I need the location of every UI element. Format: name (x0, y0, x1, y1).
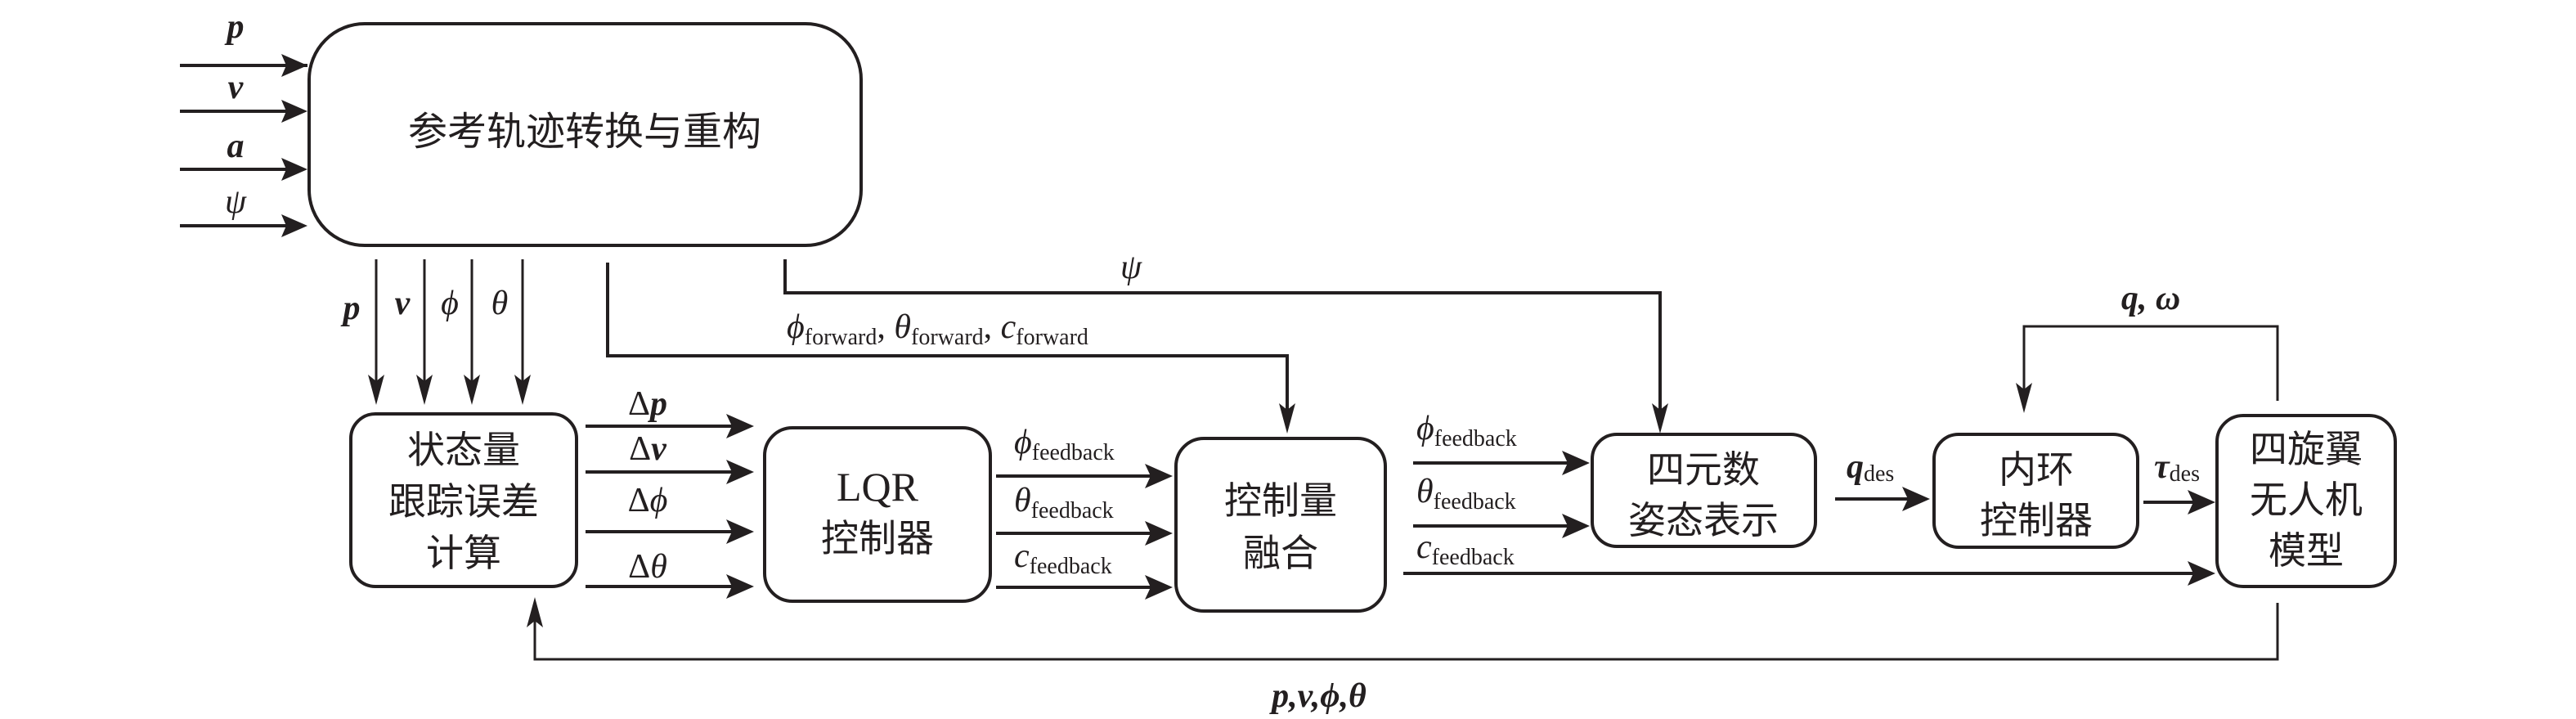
quaternion-line-2: 姿态表示 (1628, 498, 1779, 542)
error-symbol-p: p (648, 385, 667, 423)
forward-c-sub: forward (1016, 325, 1088, 350)
q-des-arrow: qdes (1835, 448, 1930, 511)
quadrotor-model-block: 四旋翼 无人机 模型 (2215, 414, 2397, 588)
quaternion-line-1: 四元数 (1647, 447, 1760, 492)
forward-path: ϕforward, θforward, cforward (606, 263, 1295, 434)
input-label-psi: ψ (225, 183, 247, 221)
forward-phi-sub: forward (805, 325, 877, 350)
inner-loop-controller-block: 内环 控制器 (1932, 433, 2139, 549)
lqr-out-phi: ϕ (1014, 424, 1032, 461)
input-label-v: v (228, 69, 245, 106)
forward-sep-1: , (877, 308, 894, 346)
forward-label: ϕforward, θforward, cforward (787, 308, 1088, 350)
reference-inputs: p v a ψ (180, 8, 307, 237)
quaternion-attitude-block: 四元数 姿态表示 (1591, 433, 1817, 548)
error-symbol-theta: θ (650, 548, 667, 586)
error-label-phi: Δϕ (628, 482, 668, 519)
control-fusion-block: 控制量 融合 (1174, 437, 1387, 613)
q-des-symbol: q (1847, 448, 1864, 486)
reference-trajectory-block: 参考轨迹转换与重构 (307, 22, 863, 247)
tau-des-sub: des (2170, 461, 2200, 487)
fusion-out-c: c (1416, 528, 1432, 566)
tau-des-label: τdes (2154, 448, 2200, 487)
lqr-out-theta-sub: feedback (1031, 498, 1114, 524)
fusion-out-theta: θ (1416, 473, 1434, 510)
inner-feedback-loop: q, ω (2016, 280, 2279, 413)
lqr-line-2: 控制器 (821, 516, 934, 560)
forward-c: c (1001, 308, 1016, 346)
error-arrows: Δp Δv Δϕ Δθ (586, 385, 754, 599)
fusion-out-label-phi: ϕfeedback (1416, 410, 1517, 452)
lqr-out-c: c (1014, 537, 1030, 575)
fusion-line-1: 控制量 (1224, 479, 1337, 523)
inner-loop-line-2: 控制器 (1980, 498, 2093, 542)
reference-trajectory-label: 参考轨迹转换与重构 (408, 109, 761, 155)
lqr-out-label-theta: θfeedback (1014, 482, 1114, 524)
fusion-line-2: 融合 (1243, 531, 1318, 575)
fusion-out-theta-sub: feedback (1434, 489, 1516, 515)
error-symbol-v: v (651, 430, 667, 468)
lqr-line-1: LQR (837, 464, 919, 510)
quadrotor-line-2: 无人机 (2250, 478, 2363, 522)
yaw-label: ψ (1120, 249, 1142, 286)
reference-output-arrows: p v ϕ θ (341, 259, 531, 405)
ref-out-label-theta: θ (491, 285, 509, 322)
q-des-label: qdes (1847, 448, 1894, 487)
tau-des-symbol: τ (2154, 448, 2170, 486)
yaw-path: ψ (783, 249, 1668, 434)
forward-phi: ϕ (787, 308, 805, 346)
fusion-out-phi-sub: feedback (1434, 426, 1517, 452)
lqr-controller-block: LQR 控制器 (763, 426, 992, 603)
lqr-out-label-phi: ϕfeedback (1014, 424, 1115, 465)
fusion-output-arrows: ϕfeedback θfeedback cfeedback (1403, 410, 2215, 586)
forward-theta-sub: forward (911, 325, 984, 350)
error-symbol-phi: ϕ (650, 482, 668, 519)
inner-loop-line-1: 内环 (1999, 447, 2074, 492)
tau-des-arrow: τdes (2143, 448, 2215, 515)
ref-out-label-phi: ϕ (441, 285, 459, 322)
state-error-block: 状态量 跟踪误差 计算 (349, 412, 578, 588)
ref-out-label-v: v (395, 285, 411, 322)
lqr-out-phi-sub: feedback (1032, 440, 1115, 465)
delta-prefix: Δ (628, 385, 650, 423)
outer-feedback-loop: p,v,ϕ,θ (527, 597, 2279, 715)
fusion-out-label-c: cfeedback (1416, 528, 1515, 570)
error-label-v: Δv (629, 430, 667, 468)
input-label-p: p (225, 8, 245, 46)
delta-prefix: Δ (628, 482, 650, 519)
error-label-p: Δp (628, 385, 667, 423)
state-error-line-1: 状态量 (407, 428, 520, 472)
quadrotor-line-3: 模型 (2269, 528, 2344, 573)
ref-out-label-p: p (341, 290, 361, 327)
state-error-line-3: 计算 (426, 531, 501, 575)
lqr-output-arrows: ϕfeedback θfeedback cfeedback (996, 424, 1173, 600)
fusion-out-c-sub: feedback (1432, 545, 1515, 570)
lqr-out-theta: θ (1014, 482, 1031, 519)
quadrotor-line-1: 四旋翼 (2250, 427, 2363, 471)
lqr-out-c-sub: feedback (1030, 554, 1112, 579)
q-des-sub: des (1864, 461, 1894, 487)
error-label-theta: Δθ (628, 548, 667, 586)
forward-sep-2: , (984, 308, 1001, 346)
delta-prefix: Δ (628, 548, 650, 586)
fusion-out-phi: ϕ (1416, 410, 1434, 447)
outer-feedback-label: p,v,ϕ,θ (1269, 677, 1367, 715)
forward-theta: θ (894, 308, 911, 346)
fusion-out-label-theta: θfeedback (1416, 473, 1516, 515)
state-error-line-2: 跟踪误差 (388, 479, 539, 524)
lqr-out-label-c: cfeedback (1014, 537, 1112, 579)
input-label-a: a (227, 128, 245, 165)
delta-prefix: Δ (629, 430, 651, 468)
inner-feedback-label: q, ω (2121, 280, 2180, 317)
